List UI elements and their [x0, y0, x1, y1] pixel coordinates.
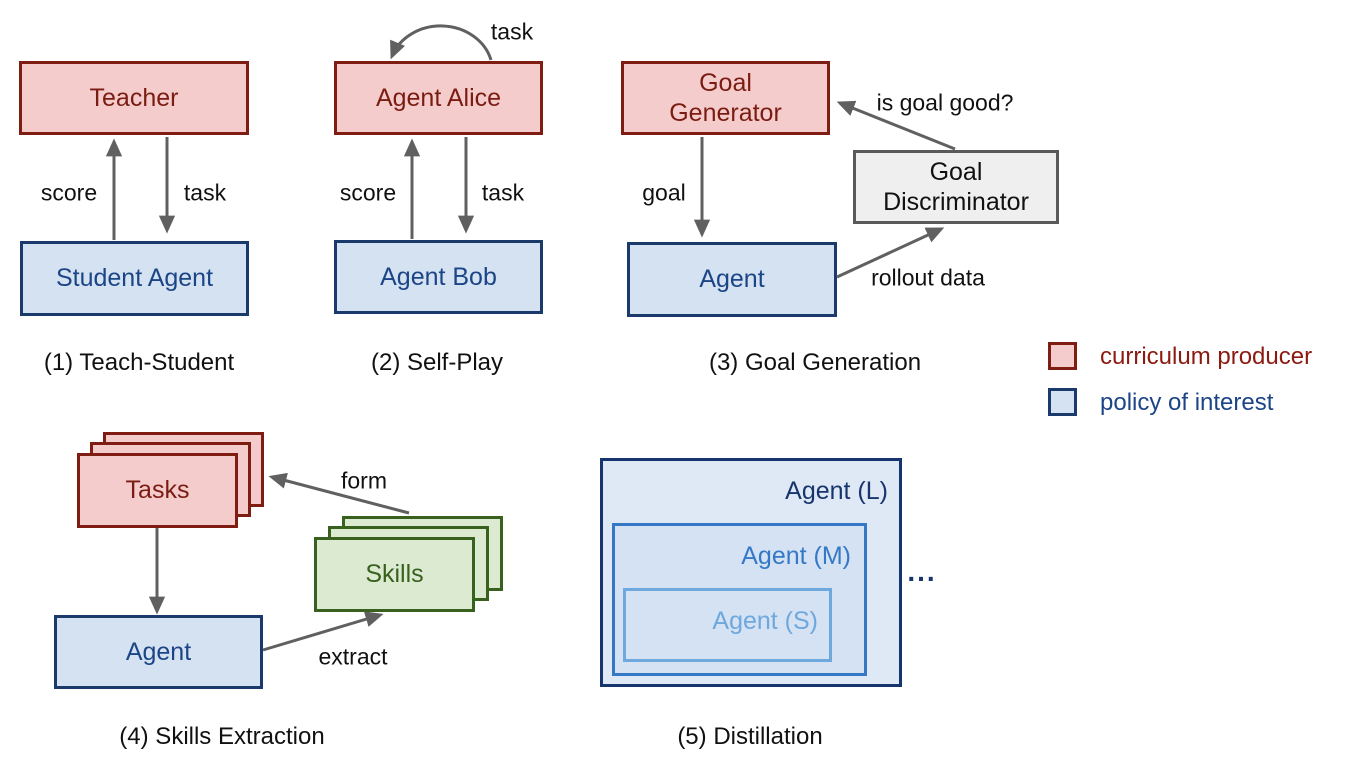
teacher-box: Teacher: [19, 61, 249, 135]
agent-m-label: Agent (M): [741, 542, 851, 570]
caption-distillation: (5) Distillation: [677, 723, 823, 750]
is-goal-good-label: is goal good?: [876, 89, 1014, 116]
caption-skills-extraction: (4) Skills Extraction: [119, 723, 325, 750]
task-label-2: task: [481, 179, 525, 206]
score-label-2: score: [339, 179, 397, 206]
extract-label: extract: [318, 643, 388, 670]
self-task-label: task: [490, 18, 534, 45]
skills-box: Skills: [314, 537, 475, 612]
student-agent-box: Student Agent: [20, 241, 249, 316]
ellipsis-label: ...: [907, 556, 937, 587]
legend-label-curriculum-producer: curriculum producer: [1100, 343, 1313, 370]
legend-swatch-policy-of-interest: [1048, 388, 1077, 416]
goal-label: goal: [642, 179, 686, 206]
goal-generator-box: Goal Generator: [621, 61, 830, 135]
agent-l-label: Agent (L): [785, 477, 888, 505]
tasks-box: Tasks: [77, 453, 238, 528]
arrow-self-loop-task: [390, 24, 493, 61]
form-label: form: [341, 467, 387, 494]
agent-s-box: [623, 588, 832, 662]
caption-goal-generation: (3) Goal Generation: [708, 349, 922, 376]
agent-alice-box: Agent Alice: [334, 61, 543, 135]
caption-teach-student: (1) Teach-Student: [43, 349, 235, 376]
agent-bob-box: Agent Bob: [334, 240, 543, 314]
legend-swatch-curriculum-producer: [1048, 342, 1077, 370]
agent-box-skills: Agent: [54, 615, 263, 689]
score-label-1: score: [40, 179, 98, 206]
legend-label-policy-of-interest: policy of interest: [1100, 389, 1274, 416]
goal-discriminator-box: Goal Discriminator: [853, 150, 1059, 224]
agent-s-label: Agent (S): [712, 607, 818, 635]
caption-self-play: (2) Self-Play: [370, 349, 504, 376]
agent-box-goalgen: Agent: [627, 242, 837, 317]
rollout-data-label: rollout data: [871, 264, 985, 291]
task-label-1: task: [183, 179, 227, 206]
